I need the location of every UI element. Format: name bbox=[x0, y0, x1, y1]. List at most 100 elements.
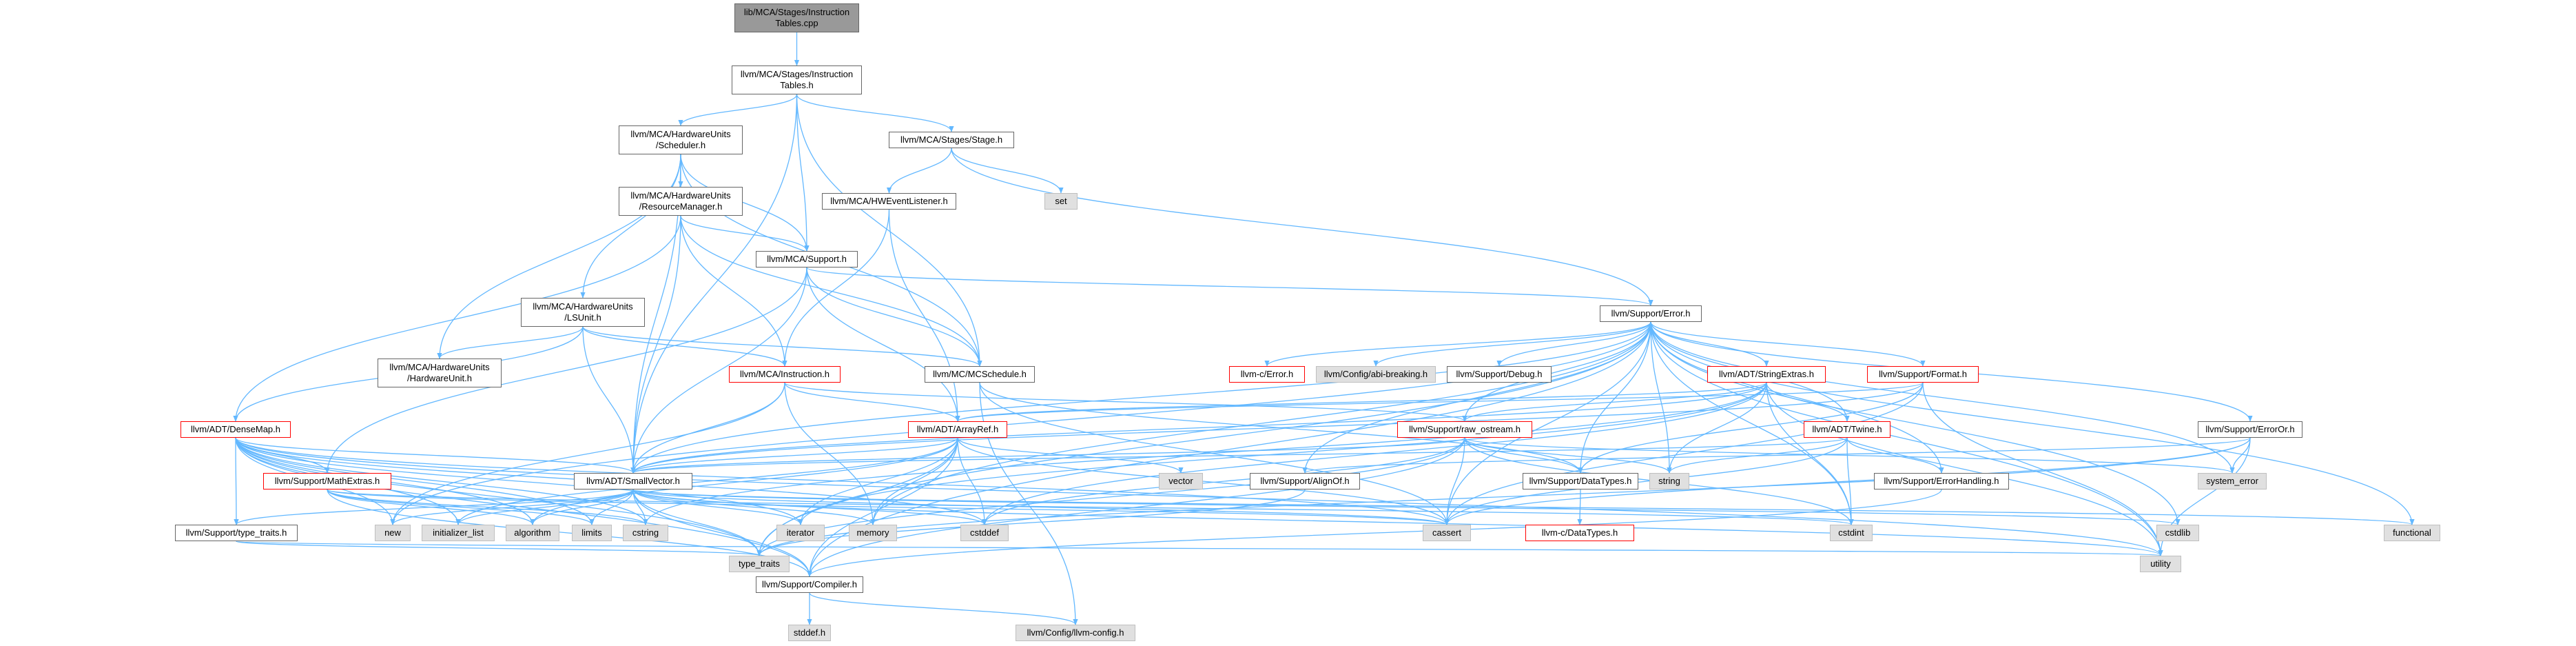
graph-node[interactable]: utility bbox=[2140, 556, 2181, 572]
dependency-edge bbox=[632, 489, 1450, 525]
graph-node[interactable]: llvm/ADT/StringExtras.h bbox=[1707, 366, 1826, 383]
graph-node[interactable]: llvm/ADT/SmallVector.h bbox=[574, 473, 692, 489]
dependency-edge bbox=[236, 541, 2162, 556]
graph-node[interactable]: cassert bbox=[1423, 525, 1471, 541]
graph-node[interactable]: functional bbox=[2384, 525, 2440, 541]
dependency-edge bbox=[955, 382, 1924, 422]
graph-node[interactable]: llvm/Support/Error.h bbox=[1600, 305, 1702, 322]
dependency-edge bbox=[796, 94, 810, 252]
graph-node[interactable]: llvm/MCA/Support.h bbox=[756, 251, 858, 268]
graph-node[interactable]: llvm/ADT/DenseMap.h bbox=[181, 421, 291, 438]
graph-node[interactable]: llvm/ADT/Twine.h bbox=[1804, 421, 1890, 438]
graph-node[interactable]: string bbox=[1649, 473, 1689, 489]
dependency-edge bbox=[235, 437, 762, 556]
graph-node[interactable]: memory bbox=[849, 525, 897, 541]
graph-node[interactable]: llvm/MCA/HardwareUnits /LSUnit.h bbox=[521, 298, 645, 327]
dependency-edge bbox=[582, 326, 982, 367]
graph-node[interactable]: cstring bbox=[623, 525, 668, 541]
dependency-edge bbox=[455, 489, 634, 525]
dependency-edge bbox=[1496, 321, 1651, 367]
graph-node[interactable]: llvm/Support/Debug.h bbox=[1447, 366, 1552, 383]
dependency-edge bbox=[1462, 382, 1767, 422]
dependency-edge bbox=[235, 437, 812, 577]
graph-node[interactable]: llvm/Support/Format.h bbox=[1867, 366, 1979, 383]
graph-node[interactable]: cstddef bbox=[960, 525, 1009, 541]
dependency-edge bbox=[796, 94, 954, 132]
graph-node[interactable]: llvm/Config/llvm-config.h bbox=[1016, 625, 1135, 641]
dependency-edge bbox=[235, 437, 2163, 556]
graph-node[interactable]: cstdlib bbox=[2156, 525, 2199, 541]
dependency-edge bbox=[680, 154, 810, 252]
dependency-edge bbox=[327, 489, 595, 525]
dependency-edge bbox=[1922, 382, 2163, 556]
graph-node[interactable]: llvm/MCA/HardwareUnits /ResourceManager.… bbox=[619, 187, 743, 216]
graph-node[interactable]: llvm/MCA/HardwareUnits /Scheduler.h bbox=[619, 125, 743, 154]
graph-node[interactable]: llvm/Support/ErrorHandling.h bbox=[1874, 473, 2009, 489]
graph-node[interactable]: llvm/ADT/ArrayRef.h bbox=[908, 421, 1007, 438]
dependency-edge bbox=[234, 489, 634, 525]
dependency-edge bbox=[630, 321, 1651, 474]
graph-node[interactable]: llvm-c/DataTypes.h bbox=[1525, 525, 1634, 541]
graph-node[interactable]: llvm/Support/type_traits.h bbox=[175, 525, 298, 541]
dependency-edge bbox=[957, 437, 987, 525]
dependency-edge bbox=[1650, 321, 2163, 556]
graph-node[interactable]: llvm/Support/AlignOf.h bbox=[1250, 473, 1360, 489]
dependency-edge bbox=[632, 489, 803, 525]
dependency-edge bbox=[680, 215, 982, 367]
graph-node[interactable]: llvm/MCA/Stages/Instruction Tables.h bbox=[732, 65, 862, 94]
dependency-edge bbox=[951, 148, 1653, 306]
graph-node[interactable]: llvm/Config/abi-breaking.h bbox=[1316, 366, 1436, 383]
dependency-edge bbox=[680, 215, 787, 367]
dependency-edge bbox=[437, 154, 681, 359]
graph-node[interactable]: llvm/MCA/HardwareUnits /HardwareUnit.h bbox=[378, 359, 502, 387]
dependency-edge bbox=[1766, 382, 2163, 556]
dependency-edge bbox=[1650, 321, 2181, 525]
dependency-edge bbox=[455, 437, 958, 525]
graph-node[interactable]: llvm/Support/Compiler.h bbox=[756, 576, 863, 593]
dependency-edge bbox=[327, 489, 1853, 525]
dependency-edge bbox=[782, 209, 890, 367]
graph-node[interactable]: set bbox=[1044, 193, 1078, 210]
dependency-edge bbox=[1650, 321, 1926, 367]
graph-node[interactable]: algorithm bbox=[506, 525, 559, 541]
dependency-edge bbox=[437, 326, 584, 359]
dependency-edge bbox=[1650, 321, 1769, 367]
graph-node[interactable]: vector bbox=[1159, 473, 1203, 489]
graph-node[interactable]: llvm/Support/raw_ostream.h bbox=[1397, 421, 1532, 438]
dependency-edge bbox=[632, 489, 762, 556]
graph-node[interactable]: iterator bbox=[776, 525, 825, 541]
dependency-edge bbox=[756, 489, 1306, 556]
graph-node[interactable]: llvm/Support/MathExtras.h bbox=[263, 473, 391, 489]
dependency-edge bbox=[236, 541, 762, 556]
dependency-edge bbox=[807, 489, 1942, 577]
dependency-edge bbox=[632, 489, 2163, 556]
dependency-edge bbox=[807, 437, 1465, 577]
dependency-edge bbox=[530, 437, 958, 525]
dependency-edge bbox=[530, 489, 634, 525]
root-file-node[interactable]: lib/MCA/Stages/Instruction Tables.cpp bbox=[734, 3, 859, 32]
graph-node[interactable]: llvm/MCA/Stages/Stage.h bbox=[889, 132, 1014, 148]
dependency-edge bbox=[580, 154, 681, 299]
graph-node[interactable]: limits bbox=[572, 525, 612, 541]
graph-node[interactable]: type_traits bbox=[729, 556, 790, 572]
dependency-edge bbox=[982, 437, 1465, 525]
graph-node[interactable]: llvm/MC/MCSchedule.h bbox=[925, 366, 1035, 383]
graph-node[interactable]: llvm-c/Error.h bbox=[1229, 366, 1305, 383]
graph-node[interactable]: new bbox=[375, 525, 411, 541]
graph-node[interactable]: initializer_list bbox=[422, 525, 495, 541]
graph-node[interactable]: llvm/Support/DataTypes.h bbox=[1523, 473, 1638, 489]
dependency-edge bbox=[806, 267, 1653, 306]
dependency-edge bbox=[680, 215, 810, 252]
dependency-edge bbox=[327, 489, 1450, 525]
graph-node[interactable]: llvm/MCA/HWEventListener.h bbox=[822, 193, 956, 210]
dependency-edge bbox=[1264, 321, 1651, 367]
dependency-edge bbox=[1650, 321, 1854, 525]
graph-node[interactable]: llvm/Support/ErrorOr.h bbox=[2198, 421, 2302, 438]
dependency-edge bbox=[582, 326, 787, 367]
dependency-edge bbox=[955, 382, 1767, 422]
graph-node[interactable]: stddef.h bbox=[788, 625, 831, 641]
graph-node[interactable]: llvm/MCA/Instruction.h bbox=[729, 366, 841, 383]
dependency-edge bbox=[632, 489, 876, 525]
graph-node[interactable]: cstdint bbox=[1830, 525, 1873, 541]
graph-node[interactable]: system_error bbox=[2198, 473, 2267, 489]
